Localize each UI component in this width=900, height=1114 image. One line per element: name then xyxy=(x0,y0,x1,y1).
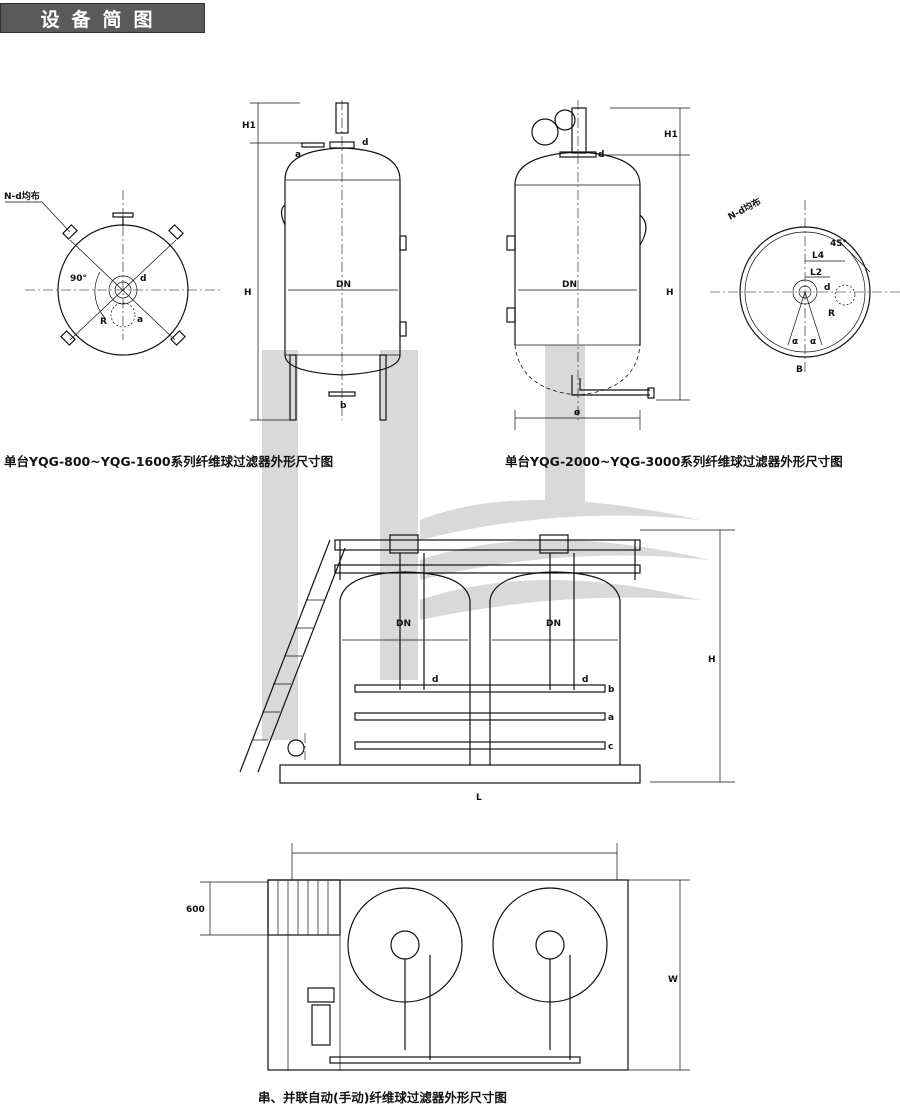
elevation-series-parallel: DN DN d d b a c H L xyxy=(239,529,735,803)
label-d-1: d xyxy=(432,675,438,685)
label-r: R xyxy=(828,309,835,319)
label-d: d xyxy=(824,283,830,293)
elevation-small: H1 H DN a d b xyxy=(242,100,407,421)
label-d: d xyxy=(598,150,604,160)
top-view-series-parallel: 600 W xyxy=(186,843,690,1071)
caption-single-small: 单台YQG-800~YQG-1600系列纤维球过滤器外形尺寸图 xyxy=(4,454,333,469)
label-b: b xyxy=(608,685,615,695)
label-h: H xyxy=(708,655,716,665)
plan-view-small: N-d均布 90° d R a xyxy=(4,190,220,356)
label-n-d: N-d均布 xyxy=(4,190,40,202)
label-a: a xyxy=(295,150,301,160)
label-d: d xyxy=(140,274,146,284)
label-alpha-2: α xyxy=(810,337,816,347)
label-dn: DN xyxy=(562,280,577,290)
label-c: c xyxy=(608,742,613,752)
label-alpha: α xyxy=(792,337,798,347)
label-dn-1: DN xyxy=(396,619,411,629)
label-dn-2: DN xyxy=(546,619,561,629)
label-a: a xyxy=(608,713,614,723)
label-l2: L2 xyxy=(810,268,822,278)
label-a: a xyxy=(137,315,143,325)
label-angle-90: 90° xyxy=(70,274,87,284)
label-600: 600 xyxy=(186,905,205,915)
label-r: R xyxy=(100,317,107,327)
label-w: W xyxy=(668,975,678,985)
label-b: B xyxy=(796,365,803,375)
label-angle-45: 45° xyxy=(830,239,847,249)
label-phi: ø xyxy=(574,408,580,418)
label-h1: H1 xyxy=(242,121,256,131)
plan-view-large: N-d均布 45° L4 L2 d R α α B xyxy=(710,195,900,375)
label-l4: L4 xyxy=(812,251,824,261)
label-h1: H1 xyxy=(664,130,678,140)
label-d: d xyxy=(362,138,368,148)
section-header: 设备简图 xyxy=(0,3,205,33)
label-n-d: N-d均布 xyxy=(726,195,763,222)
caption-series-parallel: 串、并联自动(手动)纤维球过滤器外形尺寸图 xyxy=(258,1090,507,1105)
label-b: b xyxy=(340,401,347,411)
caption-single-large: 单台YQG-2000~YQG-3000系列纤维球过滤器外形尺寸图 xyxy=(505,454,843,469)
label-d-2: d xyxy=(582,675,588,685)
elevation-large: H1 H DN ø d xyxy=(506,100,690,430)
label-l: L xyxy=(476,793,482,803)
label-h: H xyxy=(666,288,674,298)
watermark-logo xyxy=(262,345,710,740)
label-h: H xyxy=(244,288,252,298)
label-dn: DN xyxy=(336,280,351,290)
